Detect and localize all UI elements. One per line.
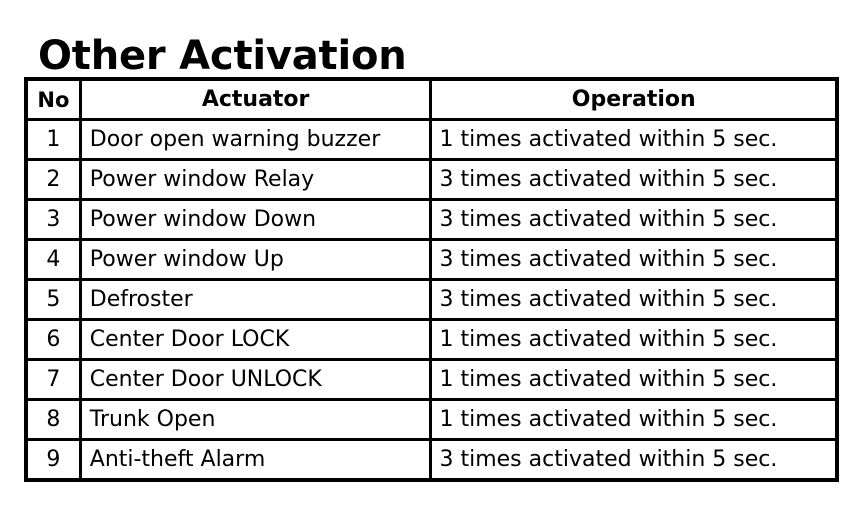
cell-no: 5 [24,278,82,321]
cell-actuator: Center Door LOCK [78,318,433,361]
cell-no: 4 [24,238,82,281]
cell-no: 3 [24,198,82,241]
cell-operation: 1 times activated within 5 sec. [429,398,839,441]
cell-no: 9 [24,438,82,482]
cell-operation: 3 times activated within 5 sec. [429,238,839,281]
page-title: Other Activation [38,32,407,79]
cell-operation: 3 times activated within 5 sec. [429,278,839,321]
cell-actuator: Trunk Open [78,398,433,441]
cell-no: 7 [24,358,82,401]
cell-actuator: Power window Down [78,198,433,241]
cell-actuator: Defroster [78,278,433,321]
cell-actuator: Center Door UNLOCK [78,358,433,401]
cell-operation: 3 times activated within 5 sec. [429,198,839,241]
cell-operation: 3 times activated within 5 sec. [429,438,839,482]
cell-operation: 1 times activated within 5 sec. [429,318,839,361]
cell-operation: 1 times activated within 5 sec. [429,358,839,401]
cell-no: 1 [24,118,82,161]
cell-no: 2 [24,158,82,201]
table-header-row: No Actuator Operation [24,77,839,121]
column-header-actuator: Actuator [78,77,433,121]
cell-actuator: Power window Relay [78,158,433,201]
cell-actuator: Anti-theft Alarm [78,438,433,482]
cell-no: 6 [24,318,82,361]
column-header-operation: Operation [429,77,839,121]
column-header-no: No [24,77,82,121]
cell-operation: 1 times activated within 5 sec. [429,118,839,161]
cell-operation: 3 times activated within 5 sec. [429,158,839,201]
cell-no: 8 [24,398,82,441]
table-header: No Actuator Operation [24,77,839,121]
cell-actuator: Door open warning buzzer [78,118,433,161]
cell-actuator: Power window Up [78,238,433,281]
